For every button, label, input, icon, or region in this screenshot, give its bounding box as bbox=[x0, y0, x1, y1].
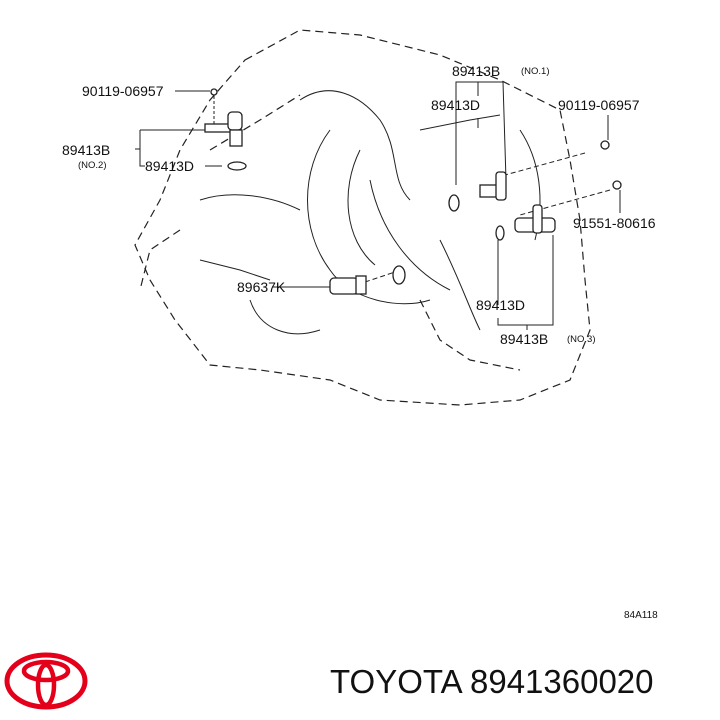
footer-part-text: TOYOTA 8941360020 bbox=[330, 662, 654, 702]
sensor-no2-body bbox=[227, 111, 243, 131]
parts bbox=[204, 88, 622, 295]
label-sensor-no2: 89413B bbox=[62, 142, 111, 158]
sensor-no1-flange bbox=[495, 171, 507, 201]
bolt-icon bbox=[210, 88, 218, 96]
leader-lines bbox=[135, 81, 621, 330]
part-number: 8941360020 bbox=[469, 663, 654, 700]
label-bolt-left: 90119-06957 bbox=[82, 83, 164, 99]
label-sensor-no3: 89413B bbox=[500, 331, 549, 347]
label-sensor-no2-tag: (NO.2) bbox=[78, 160, 107, 171]
sensor-no2-connector bbox=[229, 129, 243, 147]
label-oring-left: 89413D bbox=[145, 158, 195, 174]
diagram-code: 84A118 bbox=[624, 610, 658, 621]
pressure-switch-hex bbox=[355, 275, 367, 295]
pressure-switch-body bbox=[329, 277, 359, 295]
label-switch: 89637K bbox=[237, 279, 286, 295]
label-oring-no3: 89413D bbox=[476, 297, 526, 313]
brand-name: TOYOTA bbox=[330, 663, 461, 700]
label-sensor-no1-tag: (NO.1) bbox=[521, 66, 550, 77]
label-bolt-right2: 91551-80616 bbox=[573, 215, 656, 231]
oring-left bbox=[227, 161, 247, 171]
toyota-logo bbox=[4, 652, 88, 710]
sensor-no3-flange bbox=[532, 204, 543, 234]
transmission-outline bbox=[134, 29, 591, 406]
oring-no1 bbox=[448, 194, 460, 212]
switch-port bbox=[392, 265, 406, 285]
transmission-detail bbox=[199, 90, 541, 335]
label-bolt-right: 90119-06957 bbox=[558, 97, 640, 113]
oring-no3 bbox=[495, 225, 505, 241]
label-oring-no1: 89413D bbox=[431, 97, 481, 113]
bolt-right2-icon bbox=[612, 180, 622, 190]
bolt-right-icon bbox=[600, 140, 610, 150]
label-sensor-no1: 89413B bbox=[452, 63, 501, 79]
label-sensor-no3-tag: (NO.3) bbox=[567, 334, 596, 345]
